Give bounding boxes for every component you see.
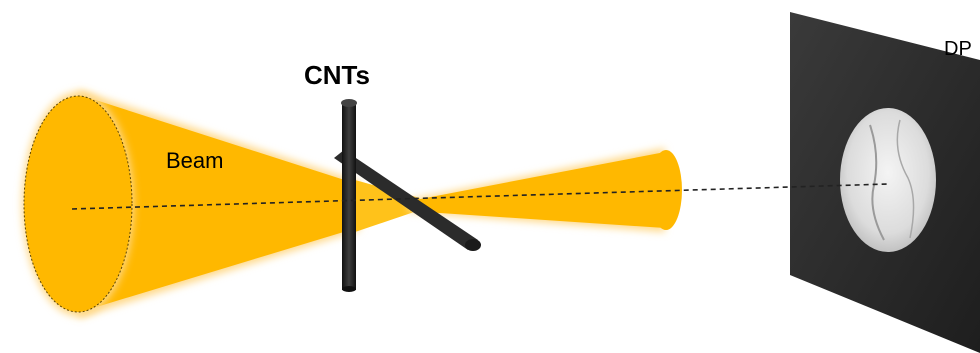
diffraction-pattern — [840, 108, 936, 252]
beam-end-cap — [650, 150, 682, 230]
horizontal-nanotube — [334, 150, 478, 250]
beam-axis — [71, 183, 889, 210]
cnts-label: CNTs — [304, 60, 370, 90]
detector-label: DP — [944, 38, 972, 60]
pattern-crease — [896, 119, 915, 239]
diverging-beam — [408, 148, 682, 232]
beam-focus — [355, 180, 420, 232]
beam-cone-icon — [410, 152, 665, 228]
nanotube-top — [341, 99, 357, 107]
detector-screen — [790, 12, 980, 353]
beam-aperture-outline — [23, 95, 133, 313]
beam-label: Beam — [166, 148, 224, 173]
vertical-nanotube-icon — [342, 102, 356, 290]
nanotube-bottom — [342, 286, 356, 292]
beam-aperture — [24, 96, 132, 312]
nanotubes — [334, 99, 481, 292]
converging-beam — [22, 90, 360, 318]
beam-cone-icon — [80, 95, 360, 312]
nanotube-end — [465, 239, 481, 251]
